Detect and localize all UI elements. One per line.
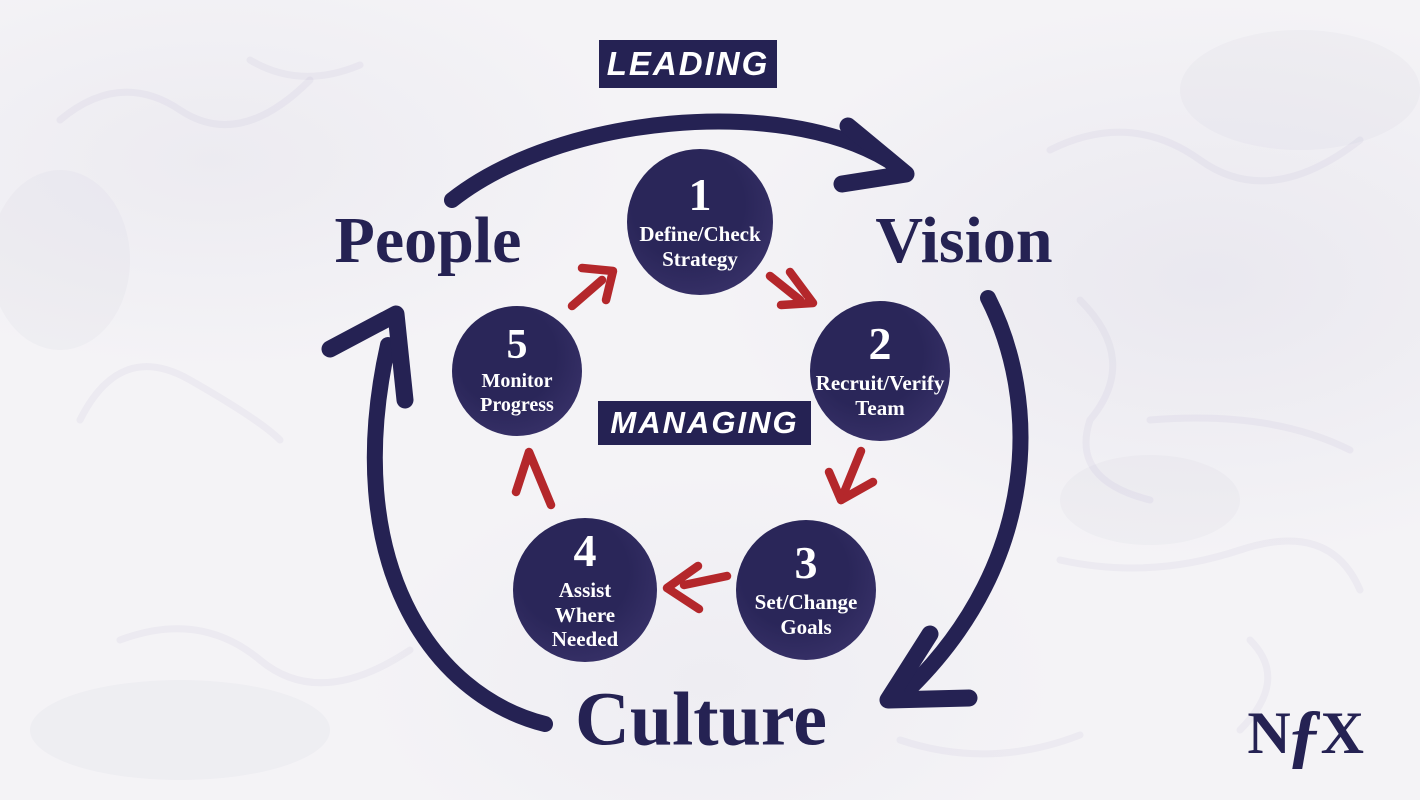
pillar-people: People bbox=[334, 204, 522, 277]
arc-people-to-vision-arrowhead-icon bbox=[833, 117, 915, 193]
step-label-line: Monitor bbox=[481, 370, 553, 393]
step-label-line: Set/Change bbox=[754, 590, 858, 615]
step-label-line: Where bbox=[554, 602, 616, 627]
step-number: 5 bbox=[506, 322, 528, 369]
managing-label-text: MANAGING bbox=[610, 405, 799, 440]
pillar-culture: Culture bbox=[575, 677, 827, 762]
step-number: 4 bbox=[573, 524, 597, 576]
leading-label: LEADING bbox=[599, 40, 777, 88]
nfx-logo-x: X bbox=[1320, 700, 1364, 766]
step-label-line: Team bbox=[855, 396, 905, 420]
step-circle-4: 4 Assist Where Needed bbox=[513, 518, 657, 662]
step-label-line: Goals bbox=[780, 615, 832, 639]
nfx-logo-n: N bbox=[1247, 700, 1290, 766]
pillar-vision: Vision bbox=[875, 204, 1053, 277]
red-arrow-step3-to-step4-icon bbox=[662, 561, 732, 614]
step-label-line: Recruit/Verify bbox=[815, 371, 945, 396]
step-circle-3: 3 Set/Change Goals bbox=[736, 520, 876, 660]
step-number: 1 bbox=[688, 169, 712, 221]
arc-vision-to-culture-arrowhead-icon bbox=[879, 625, 978, 709]
red-arrow-step5-to-step1-icon bbox=[567, 263, 618, 311]
step-label-line: Progress bbox=[480, 394, 554, 416]
nfx-logo: N ƒ X bbox=[1247, 695, 1364, 775]
red-arrow-step2-to-step3-icon bbox=[824, 446, 878, 505]
step-circle-1: 1 Define/Check Strategy bbox=[627, 149, 773, 295]
step-circle-5: 5 Monitor Progress bbox=[452, 306, 582, 436]
step-number: 2 bbox=[868, 318, 892, 370]
step-label-line: Needed bbox=[551, 627, 619, 652]
red-arrow-step4-to-step5-icon bbox=[511, 447, 556, 510]
step-label-line: Define/Check bbox=[639, 222, 761, 247]
leading-label-text: LEADING bbox=[606, 45, 770, 82]
step-label-line: Assist bbox=[558, 577, 612, 602]
step-label-line: Strategy bbox=[662, 247, 738, 271]
step-circle-2: 2 Recruit/Verify Team bbox=[810, 301, 950, 441]
red-arrow-step1-to-step2-icon bbox=[765, 267, 818, 310]
step-number: 3 bbox=[794, 537, 818, 589]
arc-culture-to-people-arrowhead-icon bbox=[321, 305, 414, 409]
managing-label: MANAGING bbox=[598, 401, 811, 445]
